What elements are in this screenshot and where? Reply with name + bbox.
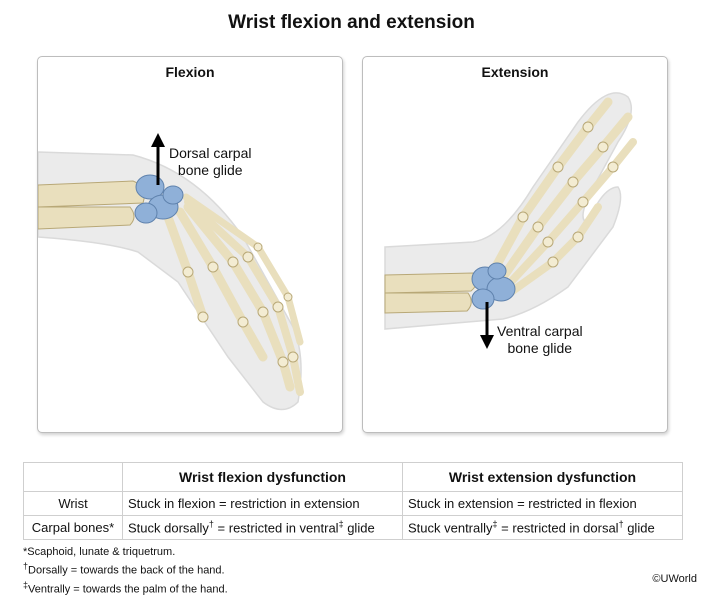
footnotes: *Scaphoid, lunate & triquetrum. †Dorsall… [23,545,228,596]
table-row: Carpal bones* Stuck dorsally† = restrict… [23,515,684,540]
ventral-glide-label: Ventral carpal bone glide [497,323,583,357]
copyright-credit: ©UWorld [652,573,697,585]
footnote-dorsally: †Dorsally = towards the back of the hand… [23,561,225,577]
flexion-panel-title: Flexion [165,64,215,80]
figure-title: Wrist flexion and extension [228,12,475,33]
table-header-extension: Wrist extension dysfunction [401,462,684,492]
ventral-arrow-icon [480,335,494,349]
extension-panel-title: Extension [481,64,549,80]
row-label-wrist: Wrist [23,491,123,516]
cell-carpal-extension: Stuck ventrally‡ = restricted in dorsal†… [401,515,684,540]
cell-wrist-extension: Stuck in extension = restricted in flexi… [401,491,684,516]
table-row: Wrist Stuck in flexion = restriction in … [23,491,684,516]
dorsal-glide-line2: bone glide [177,162,243,178]
extension-carpal-bones [471,262,516,310]
flexion-panel: Flexion D [37,56,343,433]
footnote-ventrally: ‡Ventrally = towards the palm of the han… [23,579,228,596]
ventral-glide-line2: bone glide [507,340,573,356]
extension-panel: Extension Ventral carpa [362,56,668,433]
footnote-carpal: *Scaphoid, lunate & triquetrum. [23,546,176,558]
table-header-flexion: Wrist flexion dysfunction [122,462,403,492]
table-header-row: Wrist flexion dysfunction Wrist extensio… [23,462,684,492]
table-header-empty [23,462,123,492]
cell-carpal-flexion: Stuck dorsally† = restricted in ventral‡… [122,515,403,540]
flexion-hand-illustration [38,133,304,411]
dysfunction-table: Wrist flexion dysfunction Wrist extensio… [23,462,684,540]
cell-wrist-flexion: Stuck in flexion = restriction in extens… [122,491,403,516]
dorsal-glide-line1: Dorsal carpal [169,145,252,161]
ventral-glide-line1: Ventral carpal [497,323,583,339]
dorsal-glide-label: Dorsal carpal bone glide [169,145,251,179]
flexion-carpal-bones [134,174,184,224]
dorsal-arrow-icon [151,133,165,147]
row-label-carpal: Carpal bones* [23,515,123,540]
extension-hand-illustration [384,92,637,349]
